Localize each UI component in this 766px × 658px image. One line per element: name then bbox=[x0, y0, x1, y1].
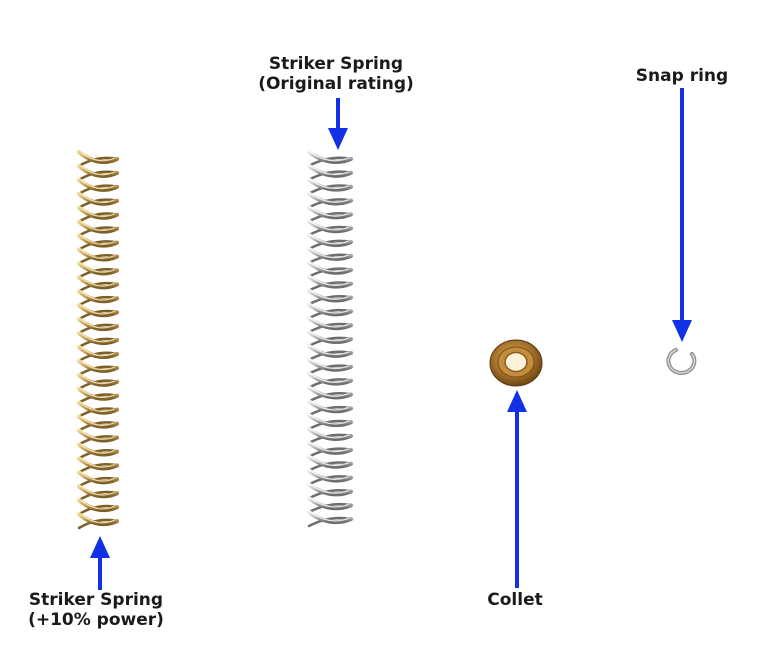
label-silver-spring-line2: (Original rating) bbox=[258, 74, 414, 94]
label-silver-spring-line1: Striker Spring bbox=[268, 54, 404, 74]
label-silver-spring: Striker Spring (Original rating) bbox=[240, 54, 432, 94]
label-gold-spring: Striker Spring (+10% power) bbox=[20, 590, 172, 630]
arrow-collet bbox=[507, 390, 527, 588]
label-snap-ring-text: Snap ring bbox=[635, 66, 729, 86]
label-gold-spring-line1: Striker Spring bbox=[28, 590, 164, 610]
arrow-silver-spring bbox=[328, 98, 348, 150]
arrow-gold-spring bbox=[90, 536, 110, 590]
gold-striker-spring bbox=[76, 149, 120, 530]
silver-striker-spring bbox=[306, 149, 354, 528]
label-collet-text: Collet bbox=[487, 590, 543, 610]
label-snap-ring: Snap ring bbox=[626, 66, 738, 86]
snap-ring-part bbox=[666, 348, 697, 375]
label-collet: Collet bbox=[470, 590, 560, 610]
collet-part bbox=[489, 339, 543, 387]
label-gold-spring-line2: (+10% power) bbox=[28, 610, 164, 630]
arrow-snap-ring bbox=[672, 88, 692, 342]
